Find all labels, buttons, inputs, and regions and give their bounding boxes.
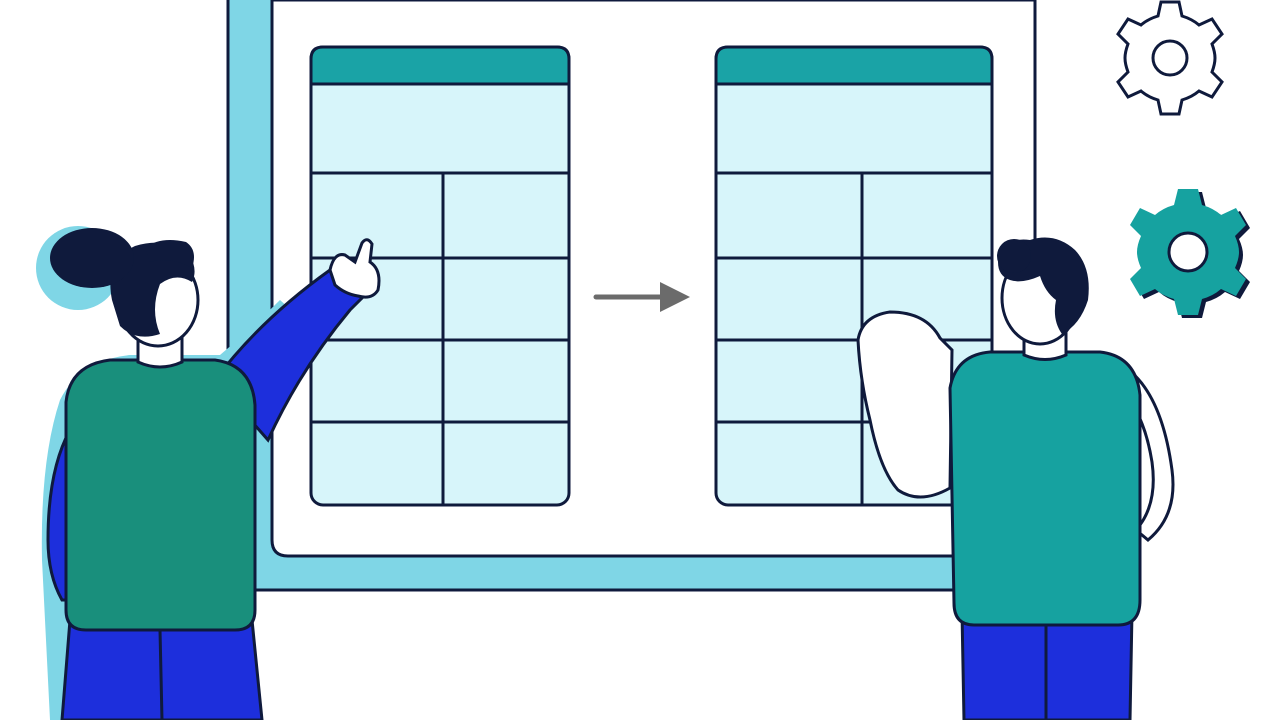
source-table-header [309, 45, 571, 86]
gear-filled-icon [1130, 189, 1250, 318]
person-left-hand [328, 238, 381, 299]
source-table-grid [311, 171, 569, 505]
target-table-header [714, 45, 994, 86]
person-left-ponytail [50, 228, 134, 288]
arrow-right-icon [593, 282, 690, 312]
person-left-shirt [64, 358, 257, 632]
person-right [856, 237, 1175, 720]
gear-outline-icon [1116, 0, 1224, 116]
person-left [36, 226, 381, 720]
person-right-shirt [948, 350, 1142, 627]
source-table [309, 45, 571, 507]
person-right-paper [856, 310, 954, 499]
